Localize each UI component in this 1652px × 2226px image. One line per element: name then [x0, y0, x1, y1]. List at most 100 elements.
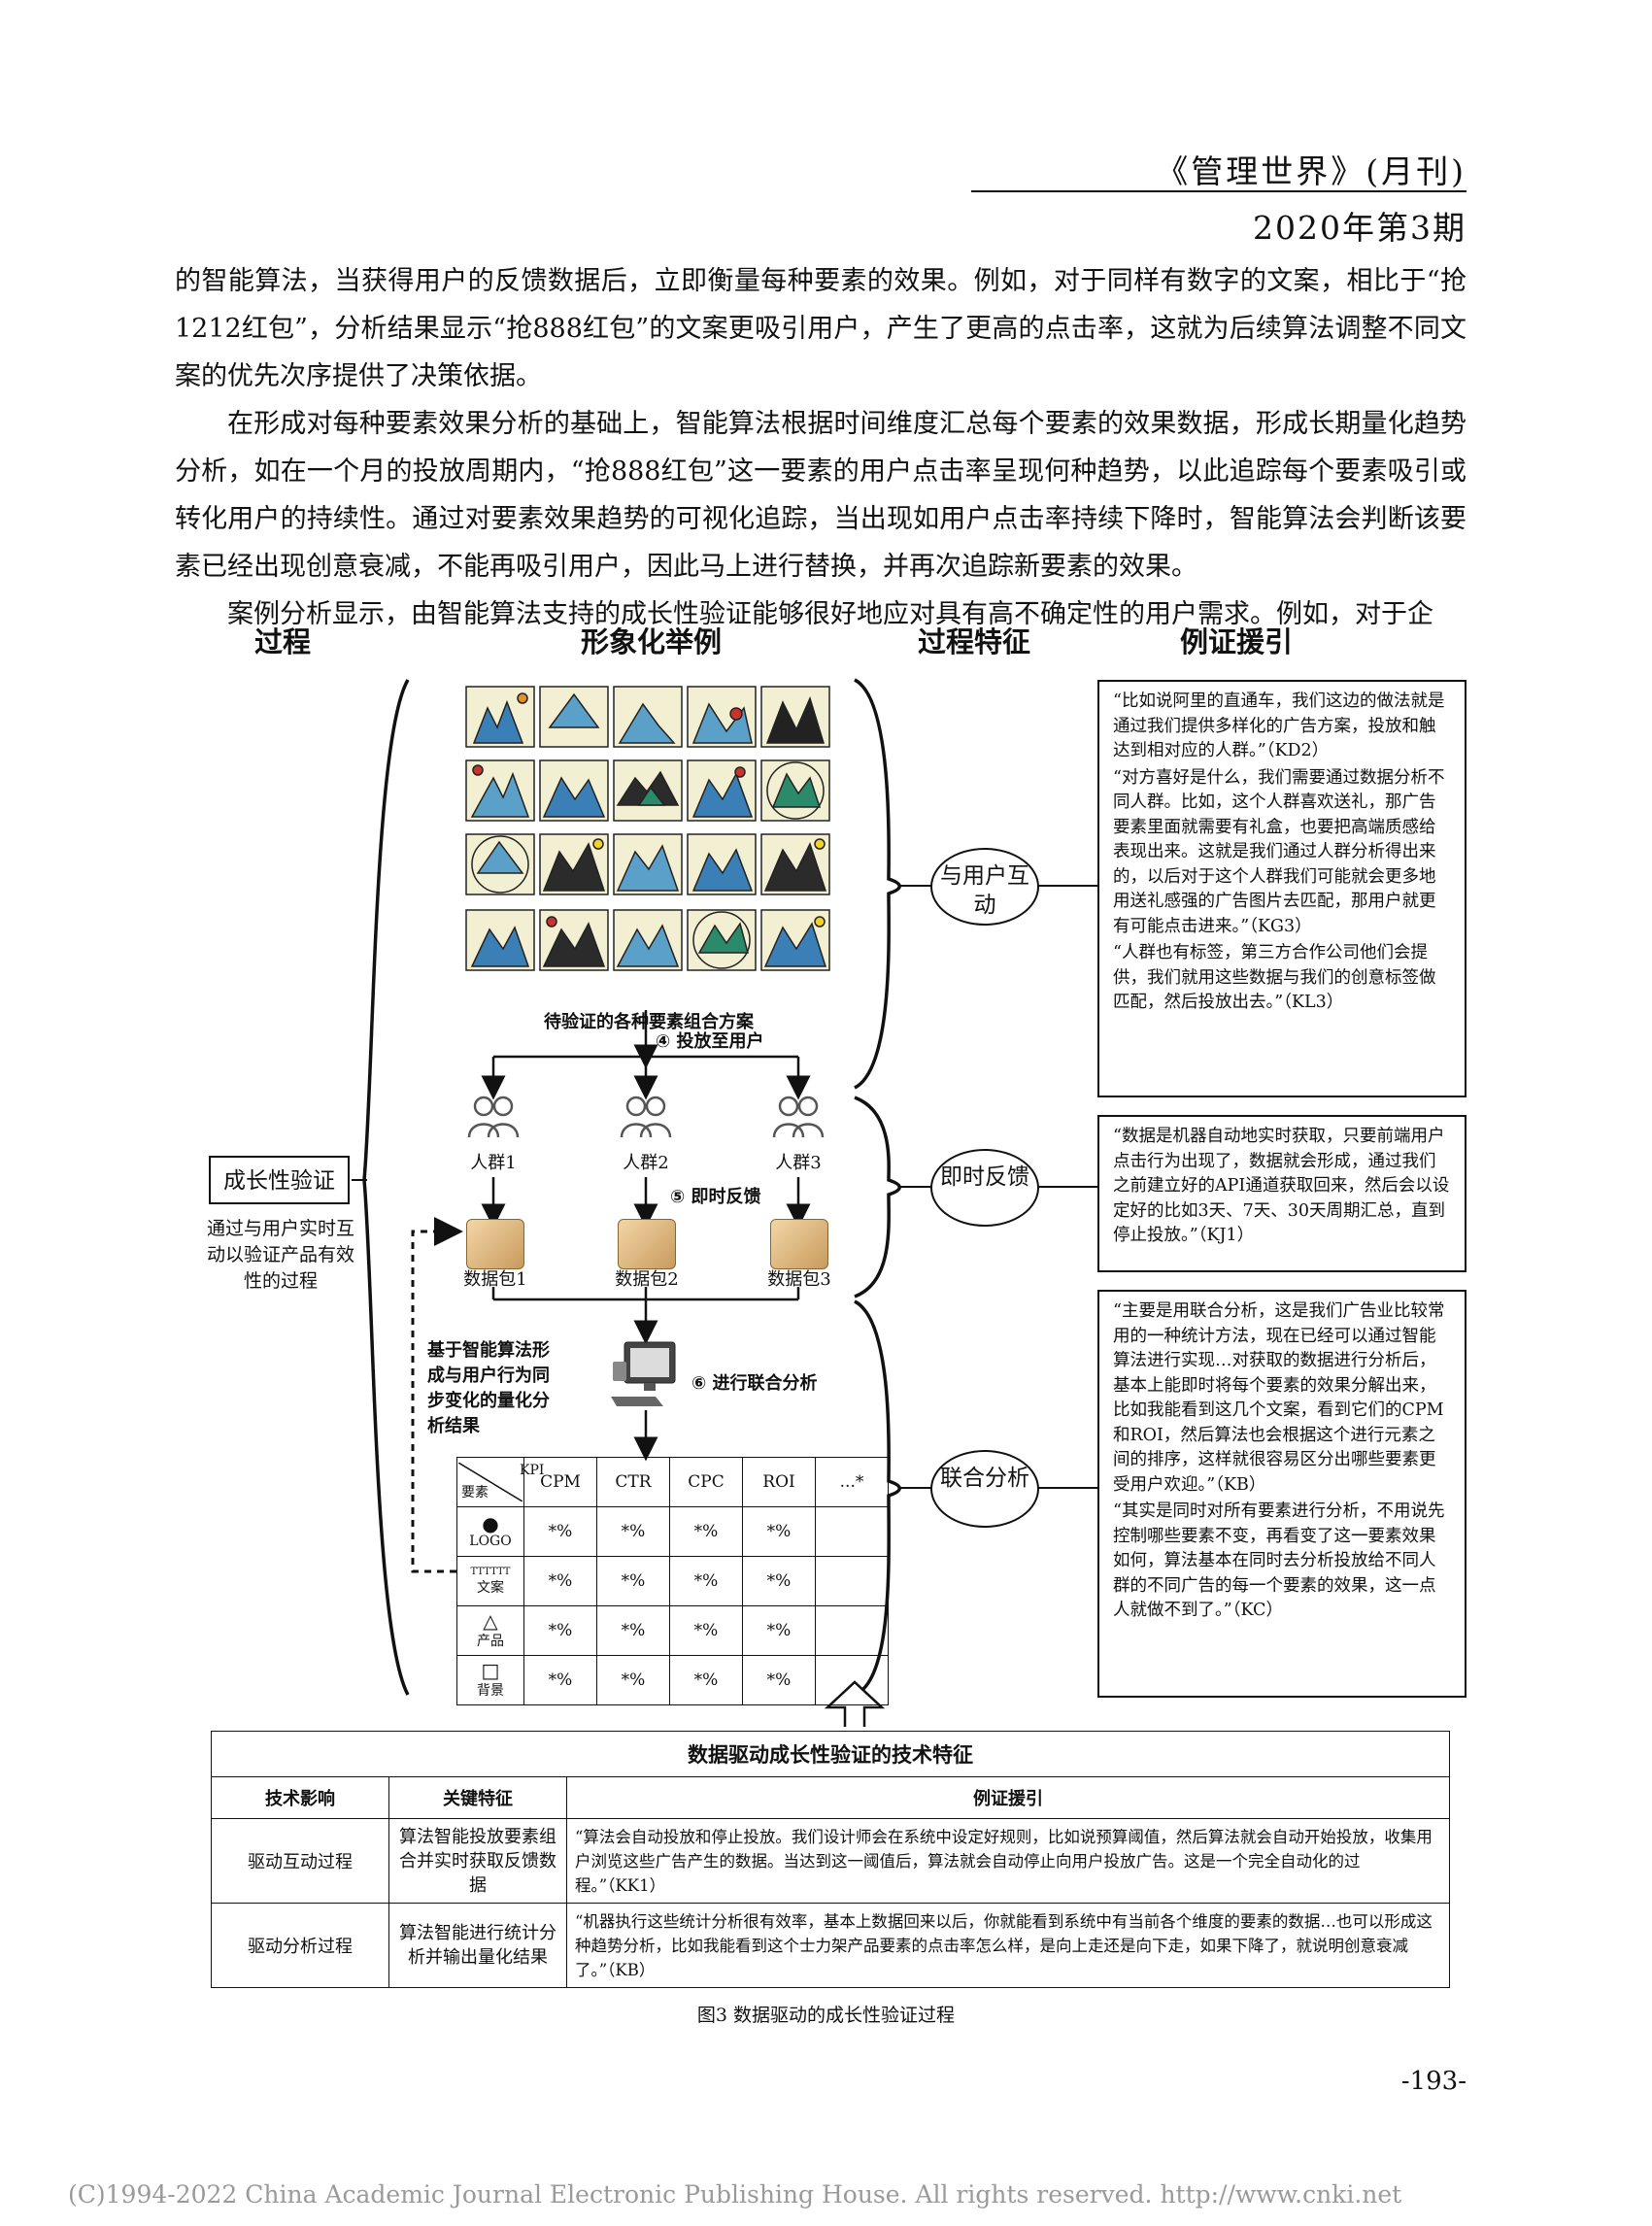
kpi-row-label: LOGO	[469, 1534, 512, 1549]
evidence-quote: “数据是机器自动地实时获取，只要前端用户点击行为出现了，数据就会形成，通过我们之…	[1113, 1127, 1450, 1245]
kpi-cell: *%	[669, 1556, 743, 1606]
kpi-row-label: 产品	[477, 1634, 504, 1649]
dot-icon: ●	[482, 1512, 499, 1535]
col-evidence-heading: 例证援引	[1180, 625, 1294, 658]
kpi-header: CTR	[596, 1457, 670, 1507]
body-text: 的智能算法，当获得用户的反馈数据后，立即衡量每种要素的效果。例如，对于同样有数字…	[175, 257, 1467, 638]
packet-label: 数据包3	[767, 1269, 831, 1290]
kpi-row-head: △产品	[456, 1605, 524, 1656]
evidence-quote: “比如说阿里的直通车，我们这边的做法就是通过我们提供多样化的广告方案，投放和触达…	[1113, 691, 1445, 760]
tech-header: 技术影响	[211, 1776, 389, 1819]
kpi-row-label: 文案	[477, 1579, 504, 1596]
kpi-cell: *%	[523, 1605, 597, 1656]
kpi-cell	[815, 1506, 889, 1557]
step6-label: ⑥ 进行联合分析	[691, 1373, 818, 1394]
kpi-cell	[815, 1556, 889, 1606]
copyright-footer: (C)1994-2022 China Academic Journal Elec…	[68, 2180, 1402, 2209]
kpi-cell: *%	[523, 1655, 597, 1705]
kpi-header: ROI	[742, 1457, 816, 1507]
kpi-cell: *%	[742, 1506, 816, 1557]
header-rule	[971, 190, 1467, 192]
tech-features-table: 数据驱动成长性验证的技术特征 技术影响 关键特征 例证援引 驱动互动过程 算法智…	[211, 1731, 1450, 1988]
tech-header: 例证援引	[566, 1776, 1450, 1819]
kpi-cell	[815, 1605, 889, 1656]
kpi-table: KPI 要素 CPM CTR CPC ROI ...* ●LOGO *% *% …	[456, 1457, 889, 1705]
creative-tile-grid	[464, 685, 833, 1005]
tech-impact: 驱动分析过程	[211, 1903, 389, 1988]
evidence-quote: “主要是用联合分析，这是我们广告业比较常用的一种统计方法，现在已经可以通过智能算…	[1113, 1301, 1445, 1495]
tech-row: 驱动分析过程 算法智能进行统计分析并输出量化结果 “机器执行这些统计分析很有效率…	[211, 1903, 1450, 1988]
kpi-row: ●LOGO *% *% *% *%	[456, 1506, 889, 1557]
kpi-corner-cell: KPI 要素	[456, 1457, 544, 1507]
tech-title-row: 数据驱动成长性验证的技术特征	[211, 1731, 1450, 1777]
crowd-label: 人群3	[775, 1153, 822, 1173]
kpi-cell: *%	[742, 1556, 816, 1606]
tech-quote: “算法会自动投放和停止投放。我们设计师会在系统中设定好规则，比如说预算阈值，然后…	[566, 1818, 1450, 1904]
kpi-row: △产品 *% *% *% *%	[456, 1605, 889, 1656]
kpi-corner-top: KPI	[520, 1463, 545, 1478]
kpi-row-head: ●LOGO	[456, 1506, 524, 1557]
creative-tiles-illustration	[465, 686, 830, 971]
kpi-cell: *%	[523, 1556, 597, 1606]
tech-feature: 算法智能进行统计分析并输出量化结果	[388, 1903, 567, 1988]
crowd-icon	[617, 1093, 675, 1141]
tech-header-row: 技术影响 关键特征 例证援引	[211, 1776, 1450, 1819]
kpi-row-label: 背景	[477, 1683, 504, 1699]
kpi-cell	[815, 1655, 889, 1705]
data-package-icon	[466, 1219, 524, 1269]
col-process-heading: 过程	[254, 625, 312, 658]
kpi-cell: *%	[596, 1655, 670, 1705]
step4-label: ④ 投放至用户	[656, 1031, 764, 1052]
feature-joint-analysis: 联合分析	[930, 1450, 1039, 1528]
kpi-header: CPC	[669, 1457, 743, 1507]
evidence-quote: “其实是同时对所有要素进行分析，不用说先控制哪些要素不变，再看变了这一要素效果如…	[1113, 1501, 1445, 1620]
text-icon: TTTTTT	[470, 1566, 511, 1577]
step5-label: ⑤ 即时反馈	[670, 1187, 761, 1207]
col-example-heading: 形象化举例	[581, 625, 723, 658]
tech-feature: 算法智能投放要素组合并实时获取反馈数据	[388, 1818, 567, 1904]
kpi-cell: *%	[669, 1506, 743, 1557]
kpi-header: ...*	[815, 1457, 889, 1507]
kpi-row: □背景 *% *% *% *%	[456, 1655, 889, 1705]
square-icon: □	[481, 1659, 500, 1682]
data-package-icon	[770, 1219, 828, 1269]
evidence-box-interaction: “比如说阿里的直通车，我们这边的做法就是通过我们提供多样化的广告方案，投放和触达…	[1097, 680, 1467, 1097]
evidence-quote: “对方喜好是什么，我们需要通过数据分析不同人群。比如，这个人群喜欢送礼，那广告要…	[1113, 767, 1445, 936]
kpi-row-head: TTTTTT 文案	[456, 1556, 524, 1606]
evidence-box-feedback: “数据是机器自动地实时获取，只要前端用户点击行为出现了，数据就会形成，通过我们之…	[1097, 1115, 1467, 1272]
crowd-label: 人群2	[623, 1153, 669, 1173]
paragraph-3: 案例分析显示，由智能算法支持的成长性验证能够很好地应对具有高不确定性的用户需求。…	[227, 599, 1433, 629]
paragraph-1: 的智能算法，当获得用户的反馈数据后，立即衡量每种要素的效果。例如，对于同样有数字…	[175, 266, 1467, 391]
feature-interaction: 与用户互动	[930, 848, 1039, 926]
page-number: -193-	[1400, 2067, 1467, 2096]
feature-feedback: 即时反馈	[930, 1149, 1039, 1227]
data-package-icon	[618, 1219, 676, 1269]
col-feature-heading: 过程特征	[918, 625, 1031, 658]
tech-quote: “机器执行这些统计分析很有效率，基本上数据回来以后，你就能看到系统中有当前各个维…	[566, 1903, 1450, 1988]
side-note: 基于智能算法形成与用户行为同步变化的量化分析结果	[427, 1340, 550, 1436]
tech-row: 驱动互动过程 算法智能投放要素组合并实时获取反馈数据 “算法会自动投放和停止投放…	[211, 1818, 1450, 1904]
tech-impact: 驱动互动过程	[211, 1818, 389, 1904]
kpi-cell: *%	[523, 1506, 597, 1557]
kpi-cell: *%	[742, 1655, 816, 1705]
evidence-box-analysis: “主要是用联合分析，这是我们广告业比较常用的一种统计方法，现在已经可以通过智能算…	[1097, 1290, 1467, 1698]
kpi-cell: *%	[596, 1506, 670, 1557]
tiles-caption: 待验证的各种要素组合方案	[544, 1012, 754, 1032]
issue-label: 2020年第3期	[1253, 209, 1467, 247]
kpi-header-row: KPI 要素 CPM CTR CPC ROI ...*	[456, 1457, 889, 1507]
figure-caption: 图3 数据驱动的成长性验证过程	[696, 2005, 956, 2026]
triangle-icon: △	[483, 1609, 498, 1633]
tech-table-title: 数据驱动成长性验证的技术特征	[211, 1731, 1450, 1777]
evidence-quote: “人群也有标签，第三方合作公司他们会提供，我们就用这些数据与我们的创意标签做匹配…	[1113, 943, 1436, 1012]
kpi-row-head: □背景	[456, 1655, 524, 1705]
crowd-icon	[769, 1093, 827, 1141]
process-box: 成长性验证	[209, 1156, 350, 1204]
paragraph-2: 在形成对每种要素效果分析的基础上，智能算法根据时间维度汇总每个要素的效果数据，形…	[175, 409, 1467, 582]
crowd-label: 人群1	[470, 1153, 517, 1173]
packet-label: 数据包1	[463, 1269, 527, 1290]
kpi-cell: *%	[669, 1605, 743, 1656]
kpi-cell: *%	[742, 1605, 816, 1656]
kpi-cell: *%	[596, 1605, 670, 1656]
